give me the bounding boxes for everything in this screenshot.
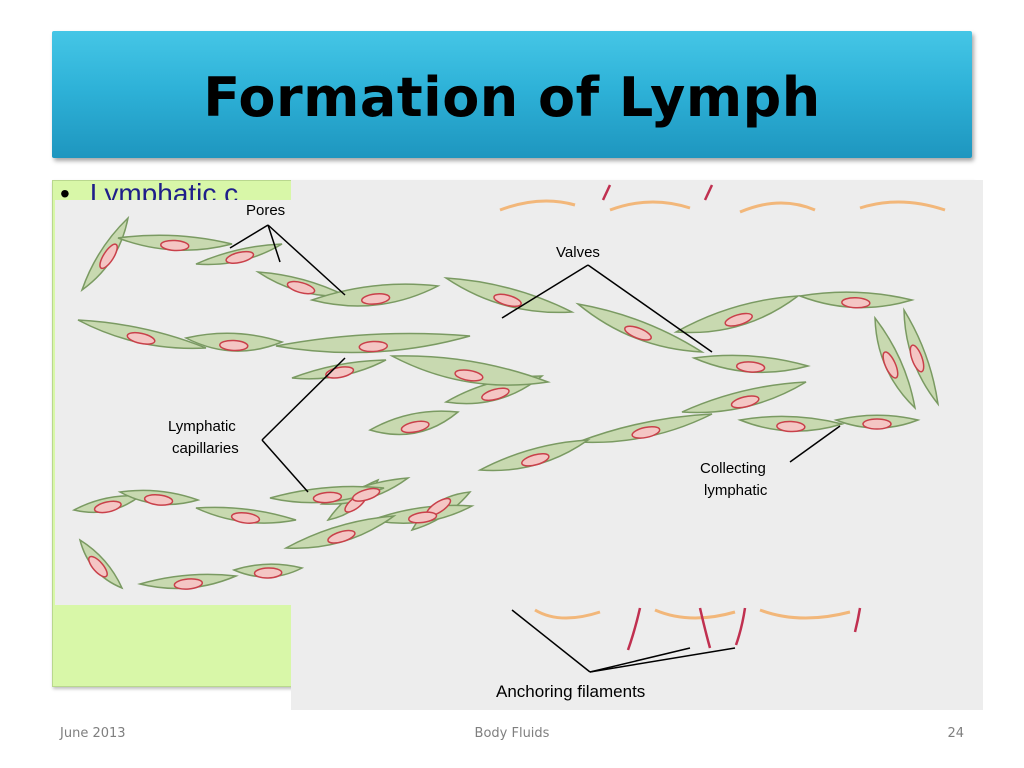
label-collecting-1: Collecting: [700, 460, 766, 477]
label-collecting-2: lymphatic: [704, 482, 768, 499]
cell-nucleus: [882, 351, 899, 379]
cell-nucleus: [724, 312, 753, 327]
diagram-top-strip: [291, 180, 983, 202]
cell-nucleus: [841, 296, 871, 309]
cell-nucleus: [253, 567, 283, 579]
label-valves: Valves: [556, 244, 600, 261]
label-pores: Pores: [246, 202, 285, 219]
cell-nucleus: [219, 339, 249, 352]
cell-nucleus: [631, 425, 661, 439]
cell-nucleus: [624, 325, 652, 341]
cell-nucleus: [230, 511, 261, 524]
label-lymphatic-capillaries-1: Lymphatic: [168, 418, 236, 435]
diagram-panel: [55, 200, 983, 605]
cell-nucleus: [400, 420, 430, 434]
cell-nucleus: [173, 578, 204, 590]
cell-nucleus: [730, 395, 760, 409]
cell-nucleus: [312, 491, 343, 504]
cell-nucleus: [160, 239, 190, 252]
cell-nucleus: [93, 500, 122, 514]
footer-topic: Body Fluids: [474, 726, 550, 741]
label-anchoring-filaments: Anchoring filaments: [496, 682, 645, 701]
title-bar: [52, 31, 972, 158]
cell-nucleus: [286, 280, 316, 295]
background-vessel-outlines: [499, 199, 946, 620]
cell-nucleus: [862, 418, 892, 430]
cell-nucleus: [327, 529, 356, 544]
footer-page-number: 24: [947, 726, 964, 741]
bullet-icon: •: [60, 178, 70, 209]
cell-nucleus: [143, 494, 174, 506]
anchoring-filament-strands: [601, 184, 862, 651]
endothelial-cells: [71, 215, 940, 590]
cell-nucleus: [735, 361, 766, 373]
cell-nucleus: [776, 420, 806, 433]
cell-nucleus: [493, 293, 522, 308]
cell-nucleus: [521, 452, 550, 467]
cell-nucleus: [99, 243, 118, 270]
cell-nuclei: [88, 239, 925, 590]
label-lymphatic-capillaries-2: capillaries: [172, 440, 239, 457]
cell-nucleus: [481, 387, 510, 402]
cell-nucleus: [88, 555, 108, 578]
footer-date: June 2013: [60, 726, 126, 741]
cell-nucleus: [225, 250, 255, 264]
cell-nucleus: [454, 369, 484, 382]
label-leader-lines: [229, 224, 841, 673]
cell-nucleus: [351, 487, 381, 502]
cell-nucleus: [358, 340, 389, 353]
slide-title: Formation of Lymph: [203, 66, 821, 129]
cell-nucleus: [407, 511, 438, 524]
cell-nucleus: [126, 331, 156, 345]
cell-nucleus: [360, 293, 391, 305]
cell-nucleus: [909, 344, 925, 373]
